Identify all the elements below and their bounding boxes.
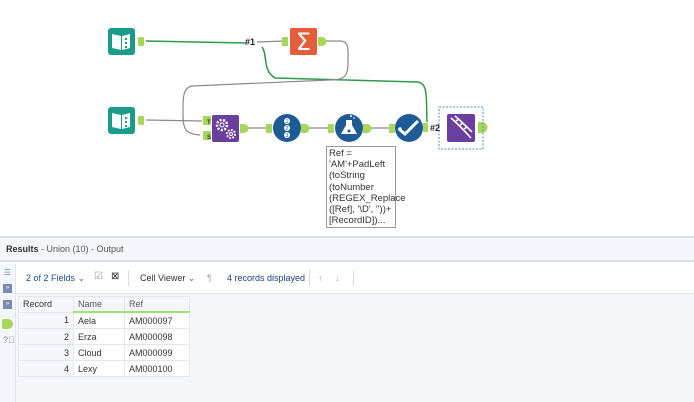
tool-formula[interactable] (335, 114, 363, 142)
cell-ref[interactable]: AM000100 (124, 360, 190, 377)
tool-summarize[interactable]: Σ (290, 28, 317, 56)
tool-input-data-2[interactable] (108, 107, 135, 134)
numbered-list-icon: 123 (284, 118, 290, 139)
results-panel: Results - Union (10) - Output ☰ » » ?⃝ 2… (0, 236, 694, 402)
table-row[interactable]: 4 Lexy AM000100 (18, 360, 190, 377)
connectors (138, 37, 488, 140)
annotation-line: 'AM'+PadLeft (329, 159, 386, 171)
arrow-down-icon[interactable]: ↓ (335, 273, 340, 283)
table-row[interactable]: 2 Erza AM000098 (18, 328, 190, 345)
cell-name[interactable]: Lexy (73, 360, 125, 377)
table-row[interactable]: 1 Aela AM000097 (18, 311, 190, 329)
results-sidebar: ☰ » » ?⃝ (0, 264, 16, 402)
wire-hub1-to-summarize (256, 40, 286, 43)
cell-record: 3 (18, 344, 74, 361)
table-row[interactable]: 3 Cloud AM000099 (18, 344, 190, 361)
annotation-line: [RecordID])... (329, 215, 386, 227)
chevron-down-icon: ⌄ (77, 273, 86, 283)
connection-label-1: #1 (245, 37, 256, 47)
wire-summarize-to-append (182, 40, 349, 136)
results-toolbar: 2 of 2 Fields ⌄ ☑ ⊠ Cell Viewer ⌄ ¶ 4 re… (16, 264, 694, 294)
pilcrow-icon[interactable]: ¶ (207, 273, 212, 283)
fields-label: 2 of 2 Fields (26, 273, 76, 283)
sigma-icon: Σ (296, 28, 311, 56)
selection-box (438, 106, 484, 150)
cell-name[interactable]: Cloud (73, 344, 125, 361)
cell-record: 2 (18, 328, 74, 345)
annotation-line: (toNumber (329, 181, 374, 193)
fields-dropdown[interactable]: 2 of 2 Fields ⌄ (26, 273, 85, 284)
checkmark-icon (398, 119, 420, 137)
cell-name[interactable]: Aela (73, 311, 125, 329)
dna-icon (450, 115, 473, 139)
formula-annotation: Ref = 'AM'+PadLeft (toString (toNumber (… (326, 146, 406, 228)
annotation-line: ([Ref], '\D', ''))+ (329, 204, 392, 216)
tool-union[interactable] (438, 106, 484, 150)
column-header-ref[interactable]: Ref (124, 296, 190, 313)
edit-fields-icon[interactable]: ☑ (94, 271, 103, 282)
table-header-row: Record Name Ref (18, 296, 190, 313)
results-grid: Record Name Ref 1 Aela AM000097 2 Erza A… (16, 294, 694, 402)
cell-ref[interactable]: AM000097 (124, 311, 190, 329)
output-anchor-icon[interactable] (2, 319, 13, 329)
cell-record: 1 (18, 311, 74, 329)
data-icon[interactable]: » (3, 300, 12, 309)
toolbar-divider (353, 270, 354, 286)
cell-viewer-dropdown[interactable]: Cell Viewer ⌄ (140, 273, 195, 284)
cell-record: 4 (18, 360, 74, 377)
wire-input2-to-append (145, 119, 203, 122)
tool-append-fields[interactable] (212, 115, 239, 142)
annotation-line: (toString (329, 170, 365, 182)
cell-ref[interactable]: AM000099 (124, 344, 190, 361)
workflow-wires: T S Σ (108, 28, 488, 150)
metadata-icon[interactable]: » (3, 284, 12, 293)
arrow-up-icon[interactable]: ↑ (318, 273, 323, 283)
svg-text:2: 2 (286, 126, 289, 132)
flask-icon (341, 115, 357, 134)
deselect-fields-icon[interactable]: ⊠ (111, 271, 120, 282)
svg-text:1: 1 (286, 119, 289, 125)
svg-text:3: 3 (286, 133, 289, 139)
help-icon[interactable]: ?⃝ (3, 335, 15, 345)
append-input-t: T (207, 120, 211, 126)
wire-input1-to-hub1 (145, 40, 247, 44)
toolbar-divider (128, 270, 129, 286)
records-count: 4 records displayed (227, 273, 306, 283)
chevron-down-icon: ⌄ (187, 273, 196, 283)
tool-input-data-1[interactable] (108, 28, 135, 55)
workflow-canvas[interactable]: T S Σ (0, 0, 694, 235)
results-subtitle: - Union (10) - Output (38, 244, 124, 254)
annotation-line: (REGEX_Replace (329, 192, 406, 204)
list-icon[interactable]: ☰ (3, 268, 12, 277)
column-header-name[interactable]: Name (73, 296, 125, 313)
toolbar-divider (309, 270, 310, 286)
tool-record-id[interactable]: 123 (273, 114, 301, 142)
annotation-line: Ref = (329, 148, 352, 159)
results-table: Record Name Ref 1 Aela AM000097 2 Erza A… (18, 296, 190, 377)
results-title: Results (6, 244, 39, 254)
cell-name[interactable]: Erza (73, 328, 125, 345)
cell-ref[interactable]: AM000098 (124, 328, 190, 345)
book-icon (112, 34, 130, 50)
append-input-s: S (207, 135, 211, 141)
column-header-record[interactable]: Record (18, 296, 74, 313)
results-header: Results - Union (10) - Output (0, 236, 694, 262)
book-icon (112, 113, 130, 129)
tool-select[interactable] (395, 114, 423, 142)
connection-label-2: #2 (430, 123, 441, 133)
cell-viewer-label: Cell Viewer (140, 273, 186, 283)
wire-hub1-to-union (261, 46, 428, 123)
gears-icon (215, 118, 236, 139)
